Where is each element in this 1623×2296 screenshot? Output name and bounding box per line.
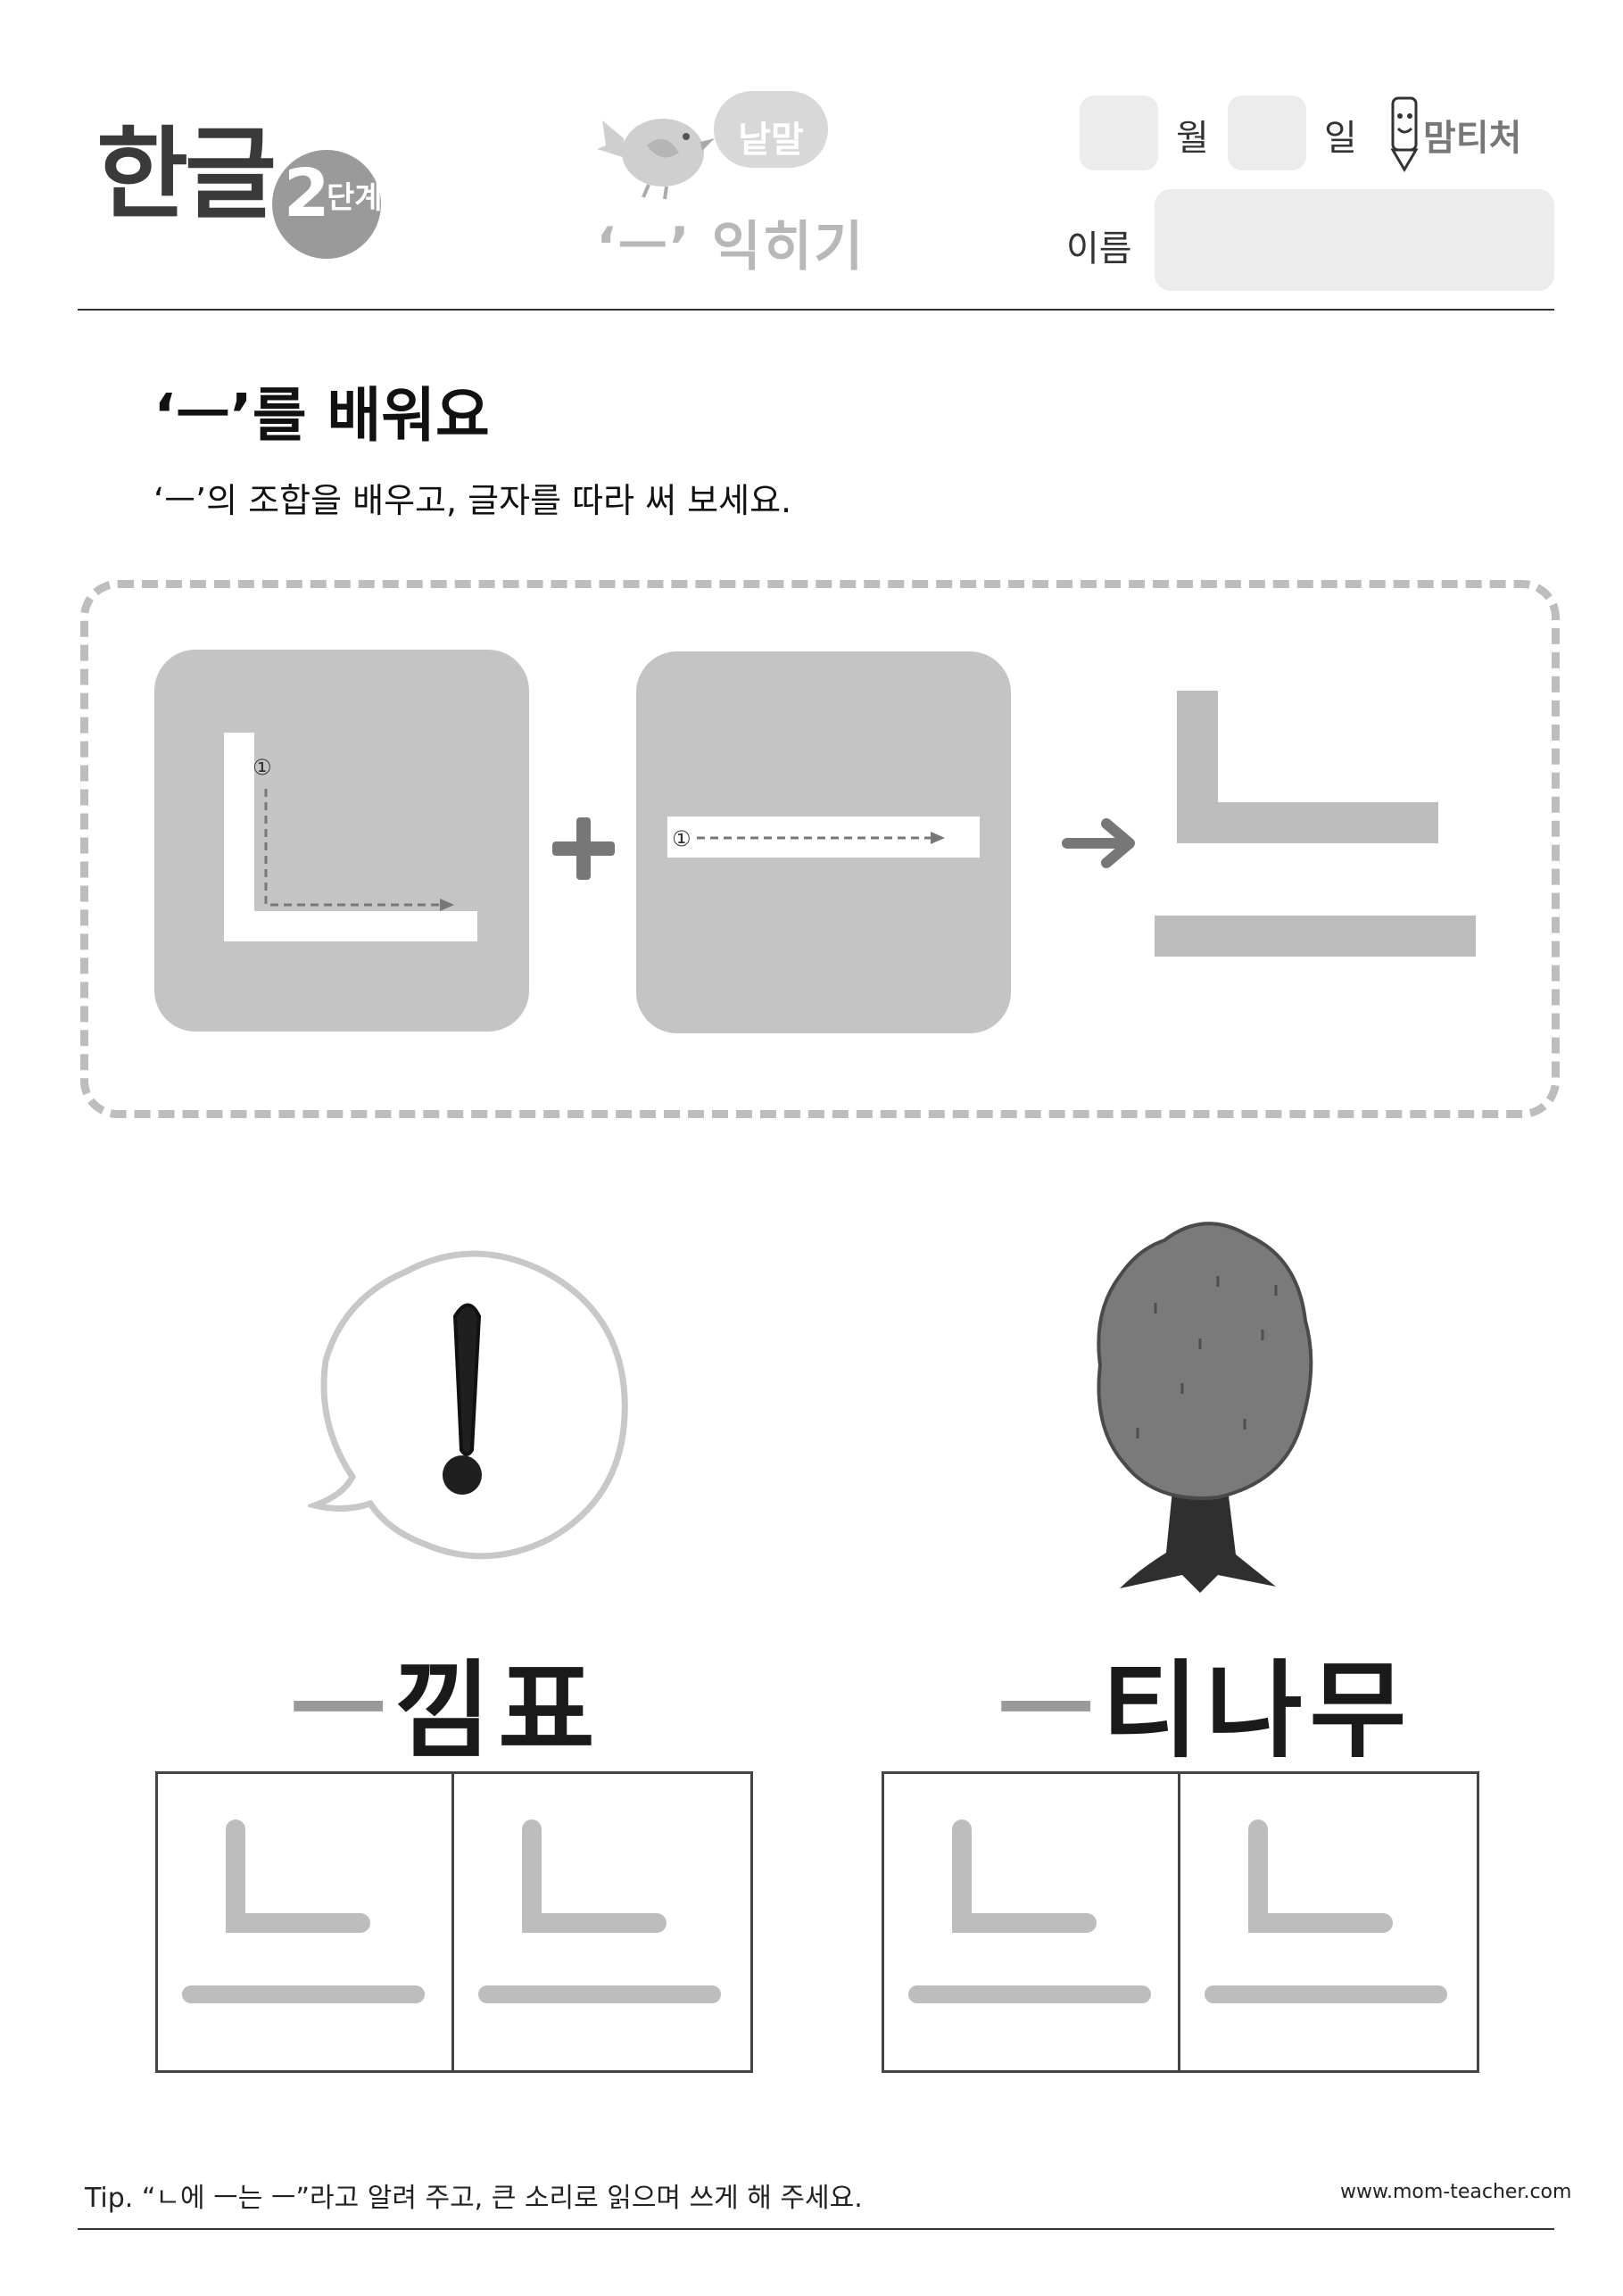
section-subtitle: ‘ㅡ’의 조합을 배우고, 글자를 따라 써 보세요. xyxy=(153,481,792,520)
stage-badge xyxy=(272,150,381,259)
trace-eu-glyph xyxy=(478,1819,721,2003)
plus-icon xyxy=(552,817,615,880)
month-field[interactable] xyxy=(1080,95,1158,170)
stroke-marker: ① xyxy=(672,826,691,851)
word-rest: 티나무 xyxy=(1101,1649,1414,1772)
practice-cell[interactable] xyxy=(1178,1771,1479,2073)
day-field[interactable] xyxy=(1228,95,1306,170)
section-title: ‘ㅡ’를 배워요 xyxy=(153,381,490,450)
category-pill xyxy=(714,91,828,168)
exclamation-bubble-icon xyxy=(308,1250,628,1560)
footer-url: www.mom-teacher.com xyxy=(1340,2181,1572,2203)
logo-text: 맘티처 xyxy=(1423,118,1521,159)
word-highlight: ㅡ xyxy=(290,1649,394,1772)
word-caption-1: ㅡ낌표 xyxy=(290,1658,602,1763)
workbook-title: 한글 xyxy=(96,117,277,233)
word-rest: 낌표 xyxy=(393,1649,602,1772)
nieun-trace-guide: ① xyxy=(224,733,477,941)
name-field[interactable] xyxy=(1155,189,1554,291)
footer-tip: Tip. “ㄴ에 ㅡ는 ㅡ”라고 알려 주고, 큰 소리로 읽으며 쓰게 해 주… xyxy=(85,2183,863,2214)
day-label: 일 xyxy=(1324,118,1357,159)
category-label: 낱말 xyxy=(738,120,804,161)
arrow-right-icon xyxy=(1062,818,1135,868)
combination-frame xyxy=(80,580,1560,1118)
pencil-logo-icon: 맘티처 xyxy=(1390,96,1521,172)
name-label: 이름 xyxy=(1066,228,1132,269)
lesson-title: ‘ㅡ’ 익히기 xyxy=(596,216,865,278)
stroke-marker: ① xyxy=(253,755,272,780)
trace-eu-glyph xyxy=(1205,1819,1447,2003)
combined-glyph xyxy=(1155,691,1476,957)
stage-label: 단계 xyxy=(327,180,383,216)
word-caption-2: ㅡ티나무 xyxy=(998,1658,1413,1763)
month-label: 월 xyxy=(1176,118,1209,159)
consonant-tile xyxy=(154,650,529,1032)
eu-trace-guide: ① xyxy=(667,816,980,858)
bird-icon xyxy=(597,119,715,200)
footer-divider xyxy=(78,2228,1554,2230)
header-divider xyxy=(78,309,1554,311)
trace-eu-glyph xyxy=(182,1819,425,2003)
stage-number: 2 xyxy=(284,155,330,232)
trace-eu-glyph xyxy=(908,1819,1151,2003)
word-highlight: ㅡ xyxy=(998,1649,1102,1772)
tree-icon xyxy=(1097,1222,1313,1593)
